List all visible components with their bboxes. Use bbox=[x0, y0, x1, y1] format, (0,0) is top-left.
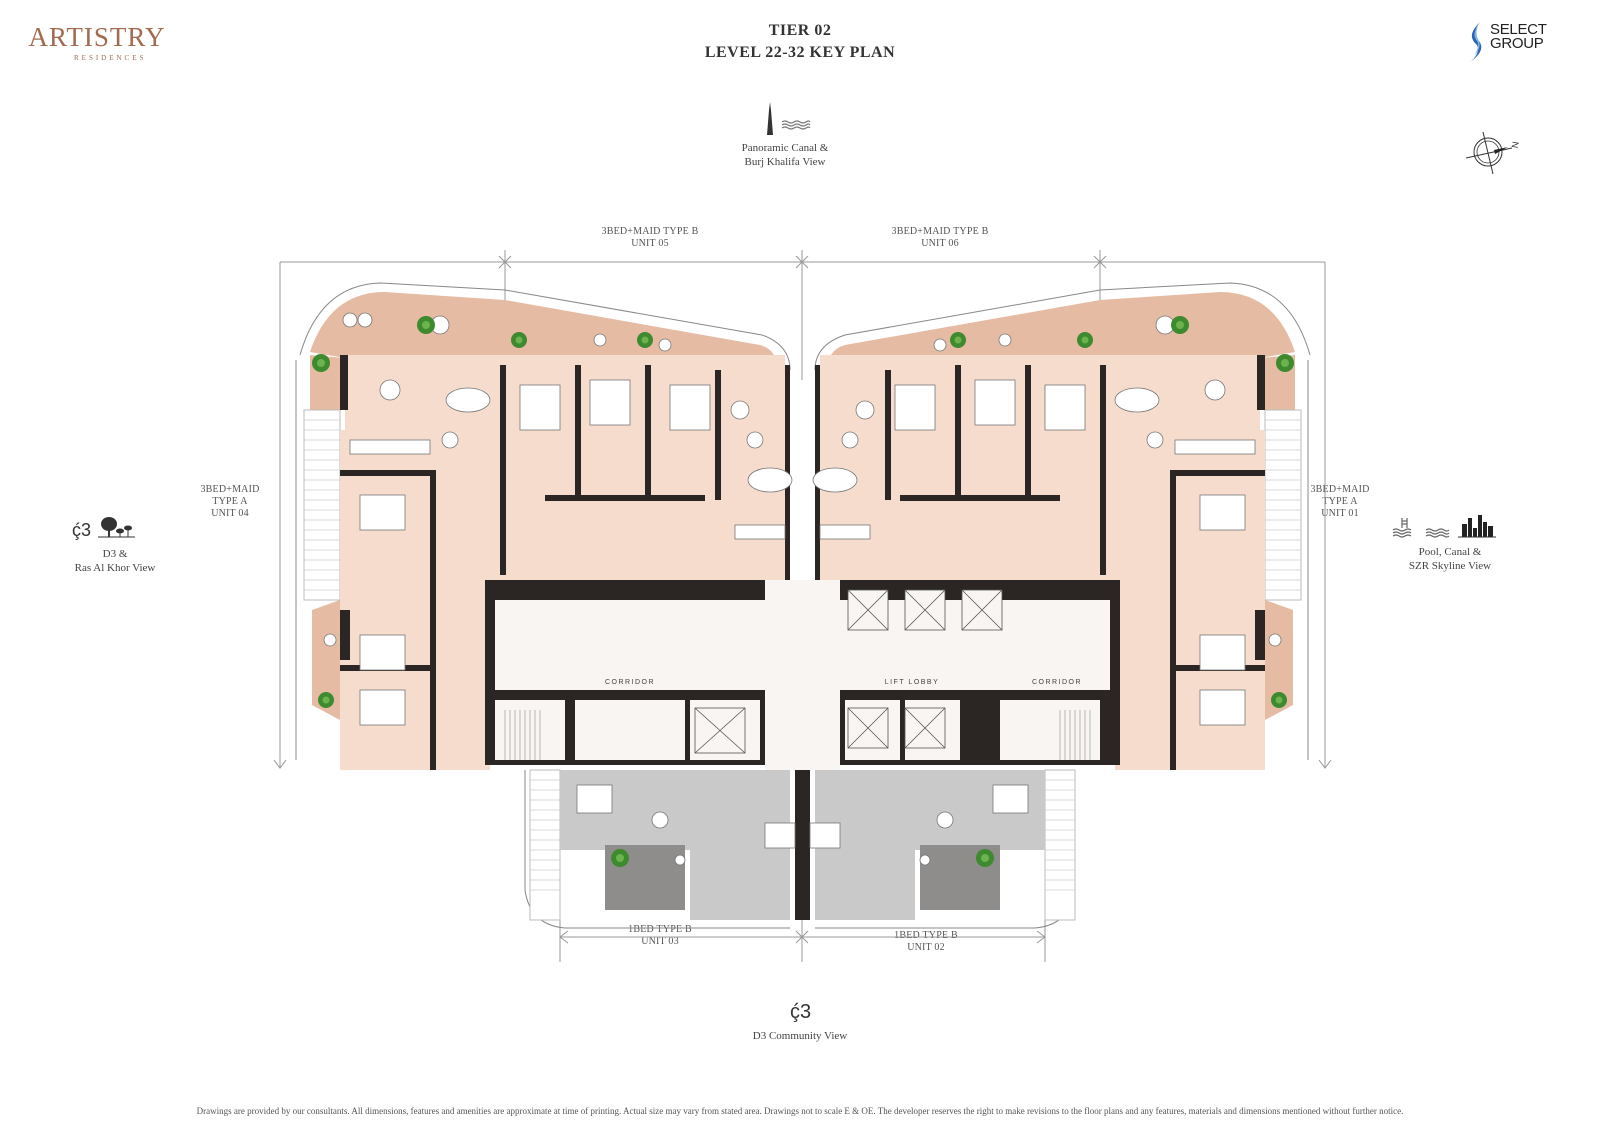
unit-02-type: 1BED TYPE B bbox=[894, 930, 958, 941]
core: CORRIDOR LIFT LOBBY CORRIDOR bbox=[485, 580, 1120, 770]
corridor-left-label: CORRIDOR bbox=[605, 679, 655, 686]
svg-text:ḉ3: ḉ3 bbox=[72, 520, 91, 540]
view-bottom-line1: D3 Community View bbox=[752, 1030, 848, 1042]
view-left: ḉ3 D3 & Ras Al Khor View bbox=[60, 508, 170, 575]
view-right-line1: Pool, Canal & bbox=[1418, 546, 1482, 558]
furniture-tables bbox=[323, 312, 1282, 866]
brand-name: ARTISTRY bbox=[28, 22, 166, 52]
view-left-line2: Ras Al Khor View bbox=[74, 562, 156, 574]
three-bed-units bbox=[340, 355, 1265, 770]
unit-02-label: 1BED TYPE B UNIT 02 bbox=[866, 930, 986, 954]
unit-01-subtype: TYPE A bbox=[1322, 496, 1358, 507]
north-label: N bbox=[1510, 141, 1521, 149]
view-top: Panoramic Canal & Burj Khalifa View bbox=[720, 100, 850, 169]
unit-01-number: UNIT 01 bbox=[1321, 508, 1359, 519]
unit-06-label: 3BED+MAID TYPE B UNIT 06 bbox=[860, 226, 1020, 250]
artistry-logo: ARTISTRY RESIDENCES bbox=[22, 22, 172, 62]
view-top-line1: Panoramic Canal & bbox=[741, 142, 829, 154]
unit-05-number: UNIT 05 bbox=[631, 238, 669, 249]
unit-03-type: 1BED TYPE B bbox=[628, 924, 692, 935]
view-right: Pool, Canal & SZR Skyline View bbox=[1390, 510, 1510, 573]
footer-disclaimer: Drawings are provided by our consultants… bbox=[196, 1106, 1404, 1116]
dimension-lines bbox=[273, 250, 1332, 962]
unit-02-number: UNIT 02 bbox=[907, 942, 945, 953]
view-right-line2: SZR Skyline View bbox=[1408, 560, 1492, 572]
furniture-beds bbox=[349, 379, 1256, 849]
unit-01-label: 3BED+MAID TYPE A UNIT 01 bbox=[1300, 484, 1380, 520]
unit-06-number: UNIT 06 bbox=[921, 238, 959, 249]
d3-logo-icon: ḉ3 bbox=[790, 1001, 811, 1023]
view-bottom: ḉ3 D3 Community View bbox=[720, 990, 880, 1043]
pool-canal-skyline-icon bbox=[1392, 515, 1496, 538]
flame-logo-icon bbox=[1470, 22, 1482, 62]
developer-line1: SELECT bbox=[1490, 21, 1547, 38]
select-group-logo: SELECT GROUP bbox=[1466, 20, 1586, 64]
one-bed-units bbox=[560, 770, 1045, 920]
compass-rose-icon: N bbox=[1465, 131, 1521, 175]
unit-03-label: 1BED TYPE B UNIT 03 bbox=[600, 924, 720, 948]
corridor-right-label: CORRIDOR bbox=[1032, 679, 1082, 686]
burj-canal-icon bbox=[767, 102, 811, 135]
unit-04-number: UNIT 04 bbox=[211, 508, 249, 519]
view-top-line2: Burj Khalifa View bbox=[744, 156, 826, 168]
unit-03-number: UNIT 03 bbox=[641, 936, 679, 947]
deck-slats bbox=[303, 409, 1302, 921]
walls bbox=[340, 355, 1265, 770]
lift-lobby-label: LIFT LOBBY bbox=[885, 679, 940, 686]
unit-04-type: 3BED+MAID bbox=[200, 484, 260, 495]
brand-sub: RESIDENCES bbox=[74, 54, 147, 62]
unit-01-type: 3BED+MAID bbox=[1310, 484, 1370, 495]
developer-line2: GROUP bbox=[1490, 35, 1544, 52]
unit-04-subtype: TYPE A bbox=[212, 496, 248, 507]
unit-04-label: 3BED+MAID TYPE A UNIT 04 bbox=[190, 484, 270, 520]
page-title: TIER 02 LEVEL 22-32 KEY PLAN bbox=[600, 20, 1000, 64]
view-left-line1: D3 & bbox=[102, 548, 128, 560]
unit-05-label: 3BED+MAID TYPE B UNIT 05 bbox=[570, 226, 730, 250]
svg-text:ḉ3: ḉ3 bbox=[790, 1001, 811, 1023]
d3-trees-icon: ḉ3 bbox=[72, 517, 135, 540]
terraces bbox=[310, 292, 1295, 720]
unit-06-type: 3BED+MAID TYPE B bbox=[891, 226, 989, 237]
unit-05-type: 3BED+MAID TYPE B bbox=[601, 226, 699, 237]
tier-title: TIER 02 bbox=[768, 22, 832, 39]
plan-title: LEVEL 22-32 KEY PLAN bbox=[704, 44, 896, 61]
